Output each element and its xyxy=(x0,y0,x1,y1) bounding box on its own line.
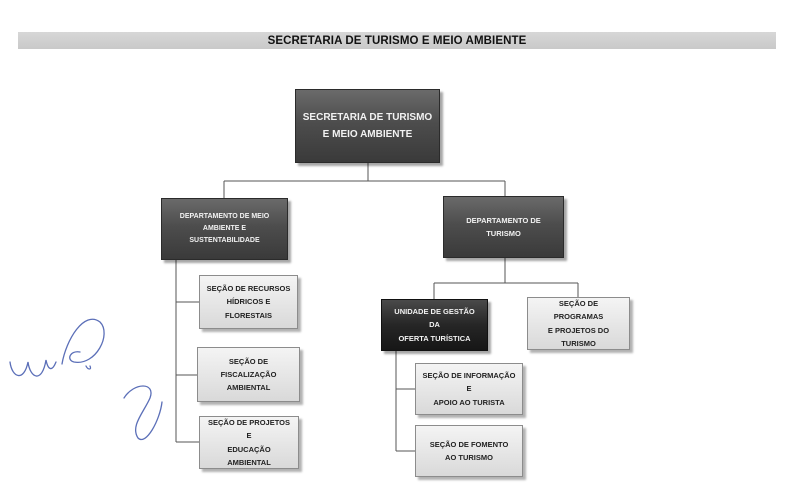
node-secao-recursos: SEÇÃO DE RECURSOS HÍDRICOS E FLORESTAIS xyxy=(199,275,298,329)
node-secao-informacao-label: SEÇÃO DE INFORMAÇÃO E APOIO AO TURISTA xyxy=(422,371,516,407)
node-dept-turismo-label: DEPARTAMENTO DE TURISMO xyxy=(466,215,541,238)
node-secao-recursos-label: SEÇÃO DE RECURSOS HÍDRICOS E FLORESTAIS xyxy=(206,284,291,320)
handwritten-signature xyxy=(9,318,163,441)
node-secao-fiscalizacao: SEÇÃO DE FISCALIZAÇÃO AMBIENTAL xyxy=(197,347,300,402)
node-secao-fiscalizacao-label: SEÇÃO DE FISCALIZAÇÃO AMBIENTAL xyxy=(220,356,277,393)
node-secao-fomento-label: SEÇÃO DE FOMENTO AO TURISMO xyxy=(429,439,509,462)
node-secretaria-label: SECRETARIA DE TURISMO E MEIO AMBIENTE xyxy=(302,111,433,141)
node-secao-projetos-educacao-label: SEÇÃO DE PROJETOS E EDUCAÇÃO AMBIENTAL xyxy=(208,418,290,467)
node-secao-programas-label: SEÇÃO DE PROGRAMAS E PROJETOS DO TURISMO xyxy=(547,299,610,348)
node-unidade-gestao: UNIDADE DE GESTÃO DA OFERTA TURÍSTICA xyxy=(381,299,488,351)
node-unidade-gestao-label: UNIDADE DE GESTÃO DA OFERTA TURÍSTICA xyxy=(394,307,475,343)
node-secao-fomento: SEÇÃO DE FOMENTO AO TURISMO xyxy=(415,425,523,477)
node-secao-projetos-educacao: SEÇÃO DE PROJETOS E EDUCAÇÃO AMBIENTAL xyxy=(199,416,299,469)
page-title: SECRETARIA DE TURISMO E MEIO AMBIENTE xyxy=(267,34,527,47)
node-secao-programas: SEÇÃO DE PROGRAMAS E PROJETOS DO TURISMO xyxy=(527,297,630,350)
node-dept-meio-ambiente: DEPARTAMENTO DE MEIO AMBIENTE E SUSTENTA… xyxy=(161,198,288,260)
node-dept-turismo: DEPARTAMENTO DE TURISMO xyxy=(443,196,564,258)
node-secretaria: SECRETARIA DE TURISMO E MEIO AMBIENTE xyxy=(295,89,440,163)
node-dept-meio-ambiente-label: DEPARTAMENTO DE MEIO AMBIENTE E SUSTENTA… xyxy=(179,212,270,245)
node-secao-informacao: SEÇÃO DE INFORMAÇÃO E APOIO AO TURISTA xyxy=(415,363,523,415)
header-bar: SECRETARIA DE TURISMO E MEIO AMBIENTE xyxy=(18,32,776,49)
